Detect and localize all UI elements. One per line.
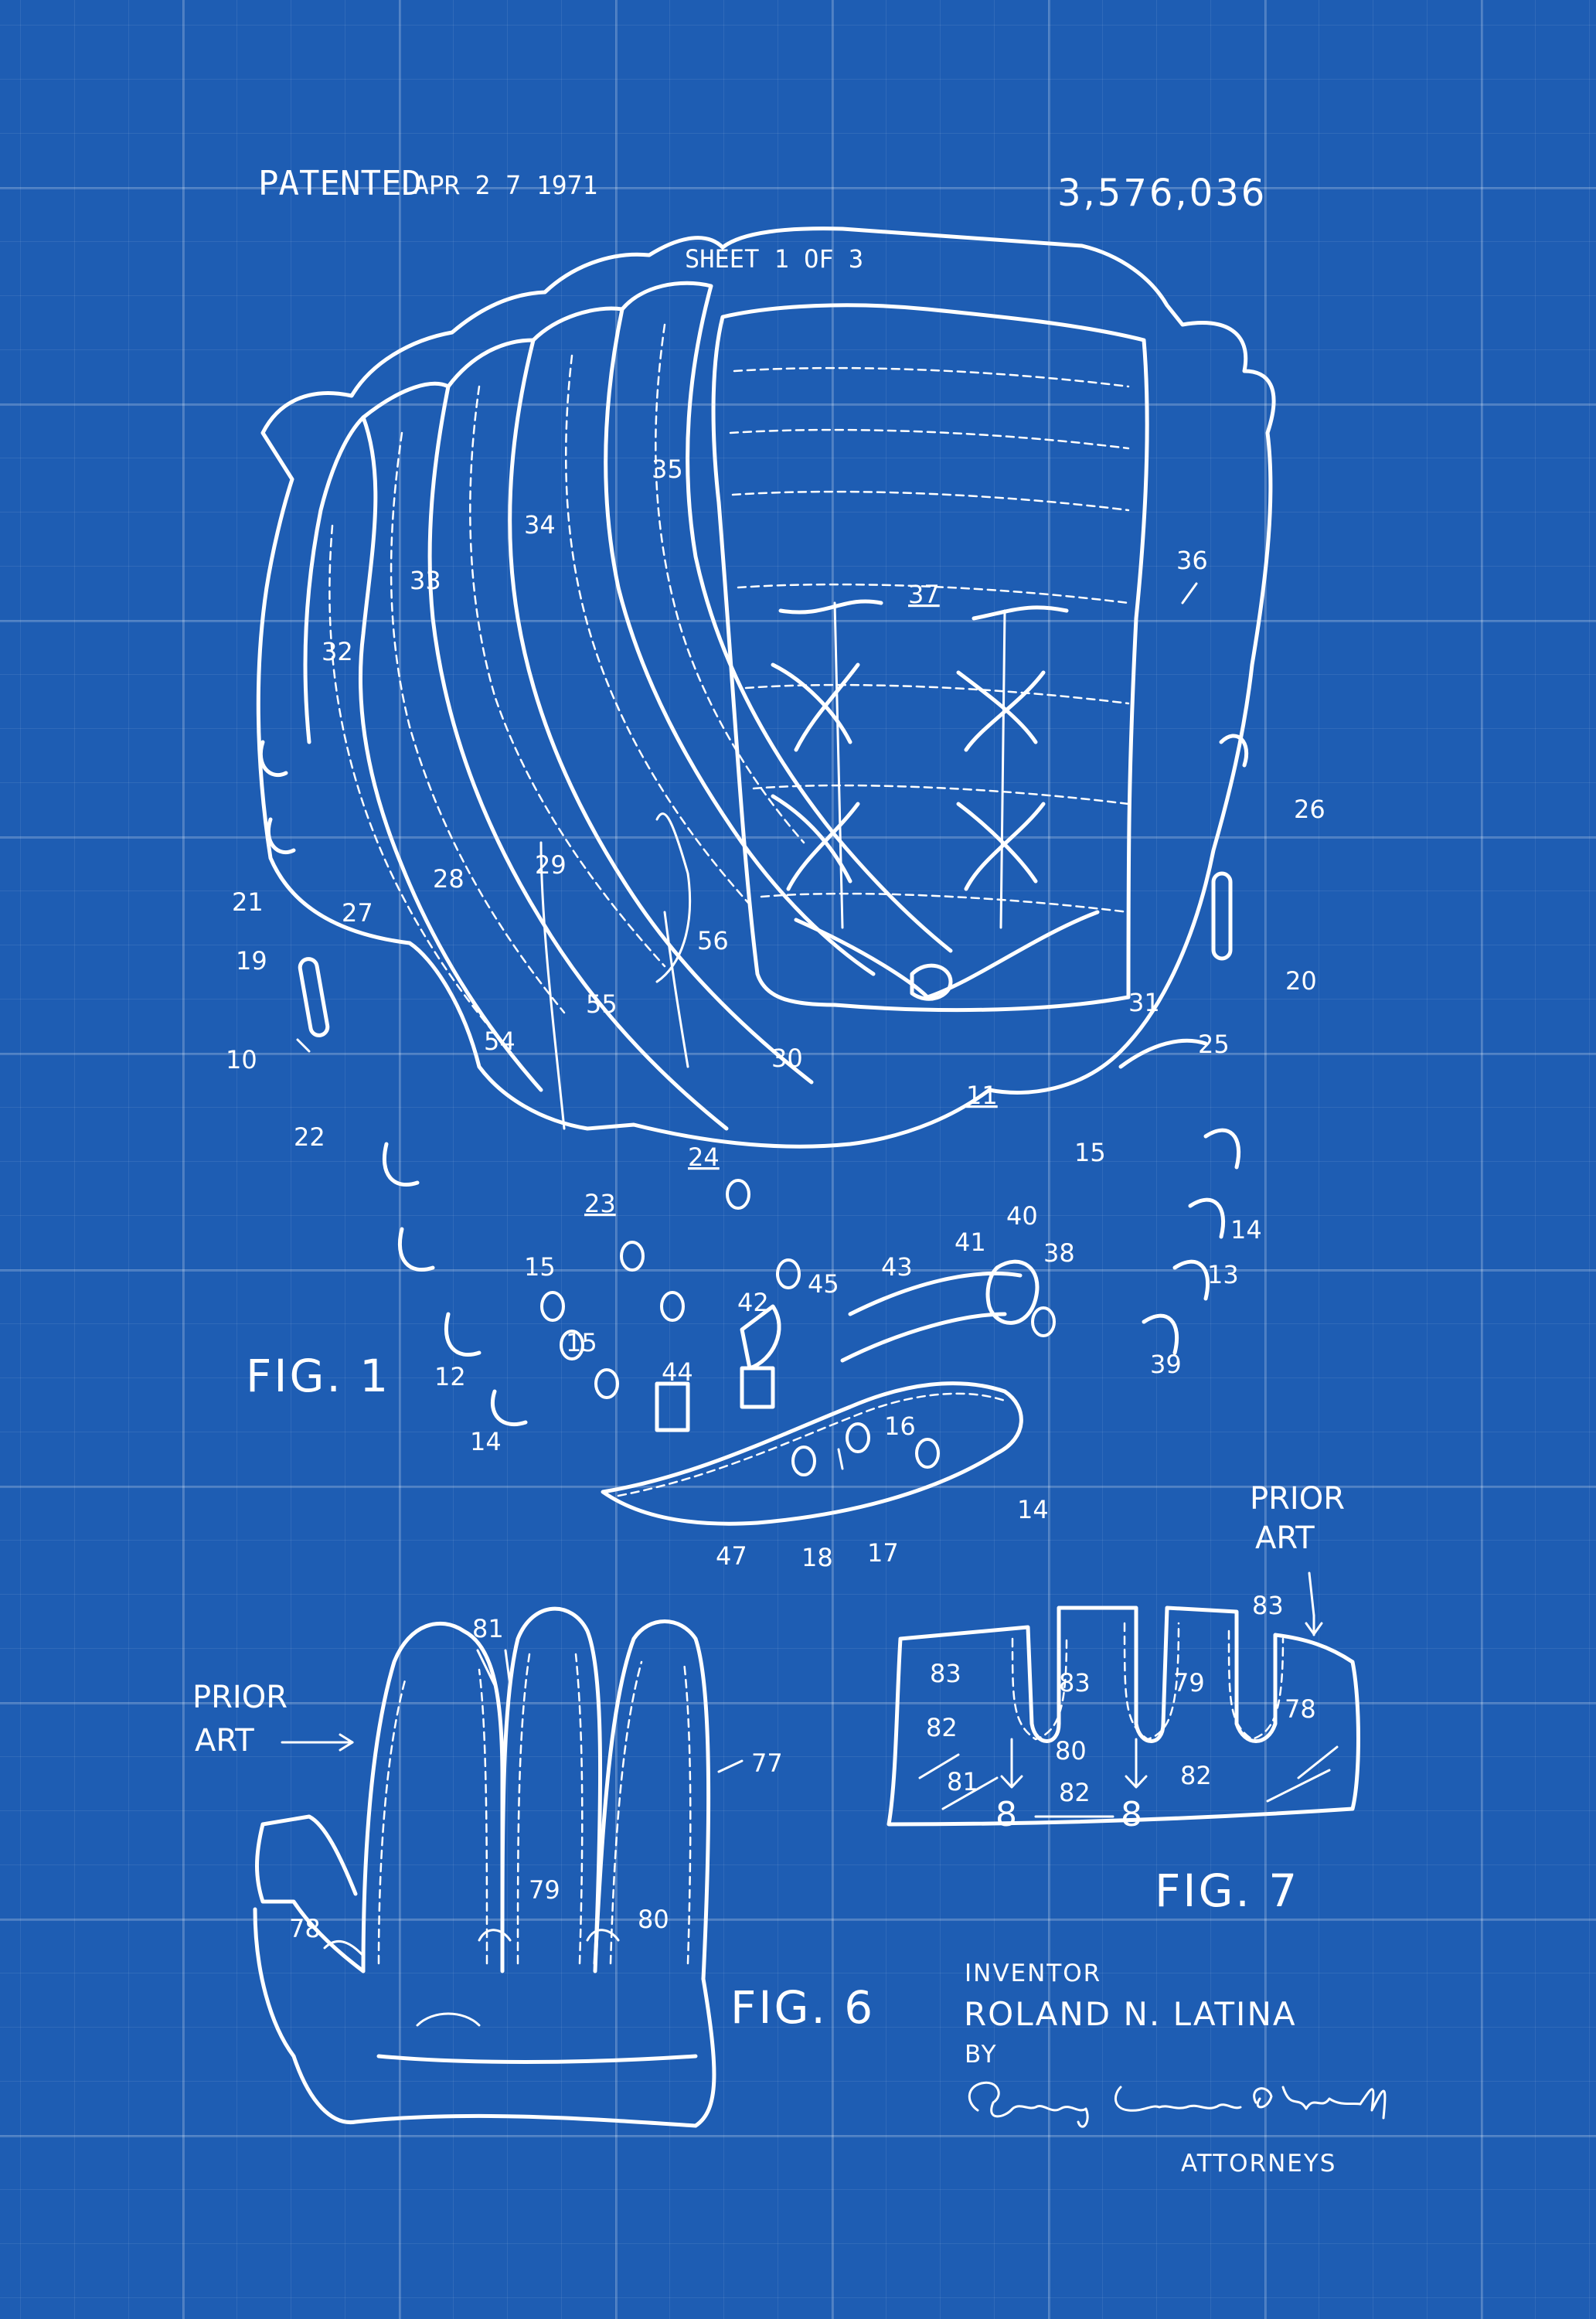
- finger-stall-5: [620, 281, 953, 953]
- right-edge-lacing: [1142, 734, 1249, 1355]
- ref-80-f7: 80: [1055, 1736, 1087, 1766]
- lace-holes: [540, 1179, 1056, 1476]
- ref-82-c: 82: [1180, 1761, 1212, 1790]
- finger-stall-1: [303, 415, 543, 1092]
- ref-44: 44: [662, 1357, 693, 1387]
- ref-24: 24: [688, 1142, 720, 1172]
- finger-stall-4: [531, 306, 876, 976]
- ref-13: 13: [1207, 1260, 1239, 1289]
- fig7-prior-label-2: ART: [1255, 1520, 1315, 1556]
- ref-20: 20: [1285, 966, 1317, 996]
- ref-47: 47: [716, 1541, 747, 1571]
- ref-21: 21: [232, 887, 264, 917]
- by-label: BY: [965, 2041, 998, 2069]
- ref-77: 77: [751, 1749, 783, 1778]
- ref-34: 34: [524, 510, 556, 540]
- ref-41: 41: [955, 1228, 986, 1257]
- inventor-name: ROLAND N. LATINA: [964, 1995, 1297, 2033]
- attorneys-label: ATTORNEYS: [1181, 2150, 1336, 2178]
- ref-55: 55: [586, 989, 618, 1019]
- ref-12: 12: [434, 1362, 466, 1391]
- fig7-label: FIG. 7: [1155, 1864, 1299, 1917]
- fig6-label: FIG. 6: [730, 1981, 875, 2034]
- ref-19: 19: [236, 946, 267, 976]
- ref-78-f7: 78: [1285, 1694, 1316, 1724]
- ref-28: 28: [433, 864, 465, 894]
- ref-25: 25: [1198, 1030, 1230, 1059]
- ref-43: 43: [881, 1252, 913, 1282]
- ref-15-right: 15: [1074, 1138, 1106, 1167]
- glove-lower-rim: [601, 1381, 1023, 1526]
- patent-number: 3,576,036: [1057, 172, 1268, 215]
- ref-29: 29: [535, 850, 567, 880]
- section-mark-8-a: 8: [995, 1795, 1017, 1834]
- finger-stall-2: [361, 381, 729, 1131]
- ref-36: 36: [1176, 546, 1208, 575]
- ref-83-b: 83: [1252, 1591, 1284, 1620]
- ref-35: 35: [652, 455, 683, 484]
- fig1-label: FIG. 1: [246, 1350, 390, 1402]
- ref-18: 18: [801, 1543, 833, 1572]
- fig1-glove-drawing: [256, 226, 1276, 1526]
- glove-web: [711, 303, 1149, 1013]
- ref-23: 23: [584, 1189, 616, 1218]
- ref-22: 22: [294, 1122, 325, 1152]
- ref-15-lower: 15: [566, 1328, 597, 1357]
- ref-45: 45: [808, 1269, 839, 1299]
- ref-17: 17: [867, 1538, 899, 1568]
- attorney-signature: [968, 2081, 1387, 2128]
- ref-26: 26: [1294, 795, 1325, 824]
- ref-33: 33: [410, 566, 441, 595]
- fig6-prior-art-glove: [253, 1606, 744, 2128]
- sheet-number: SHEET 1 OF 3: [685, 244, 864, 274]
- glove-outline: [256, 226, 1276, 1149]
- ref-14-bottom: 14: [1017, 1495, 1049, 1524]
- left-edge-lacing: [258, 740, 528, 1427]
- patented-date: APR 2 7 1971: [413, 170, 598, 200]
- ref-39: 39: [1150, 1350, 1182, 1379]
- section-mark-8-b: 8: [1121, 1795, 1142, 1834]
- ref-56: 56: [697, 926, 729, 955]
- ref-82-a: 82: [926, 1713, 958, 1742]
- ref-79-f7: 79: [1173, 1668, 1205, 1698]
- ref-79: 79: [529, 1875, 560, 1905]
- fig6-prior-label-2: ART: [195, 1723, 254, 1759]
- ref-82-b: 82: [1059, 1778, 1091, 1807]
- ref-10: 10: [226, 1045, 257, 1074]
- patented-label: PATENTED: [258, 164, 422, 203]
- ref-14-right: 14: [1230, 1215, 1262, 1245]
- ref-31: 31: [1128, 988, 1160, 1017]
- ref-30: 30: [771, 1044, 803, 1073]
- fig7-reference-numbers: 83 83 83 79 82 78 81 80 82 82 8 8: [926, 1591, 1316, 1834]
- fig1-reference-numbers: 35 34 33 32 36 37 26 21 27 28 29 19 56 2…: [226, 455, 1325, 1572]
- ref-16: 16: [884, 1411, 916, 1441]
- ref-40: 40: [1006, 1201, 1038, 1231]
- ref-14-left: 14: [470, 1427, 502, 1456]
- fig7-prior-art-section: [886, 1572, 1360, 1827]
- inventor-label: INVENTOR: [965, 1960, 1101, 1987]
- ref-54: 54: [484, 1027, 516, 1056]
- ref-80: 80: [638, 1905, 669, 1934]
- ref-11: 11: [966, 1081, 998, 1110]
- ref-15-left: 15: [524, 1252, 556, 1282]
- ref-37: 37: [908, 580, 940, 609]
- fig7-prior-label-1: PRIOR: [1250, 1481, 1345, 1517]
- ref-81: 81: [472, 1614, 504, 1643]
- ref-42: 42: [737, 1288, 769, 1317]
- fig6-reference-numbers: 81 77 79 78 80: [289, 1614, 783, 1943]
- ref-83-c: 83: [1059, 1668, 1091, 1698]
- ref-78: 78: [289, 1914, 321, 1943]
- ref-83-a: 83: [930, 1659, 961, 1688]
- ref-81-f7: 81: [947, 1767, 978, 1796]
- ref-38: 38: [1043, 1238, 1075, 1268]
- ref-32: 32: [322, 637, 353, 666]
- ref-27: 27: [342, 898, 373, 928]
- fig6-prior-label-1: PRIOR: [192, 1680, 288, 1715]
